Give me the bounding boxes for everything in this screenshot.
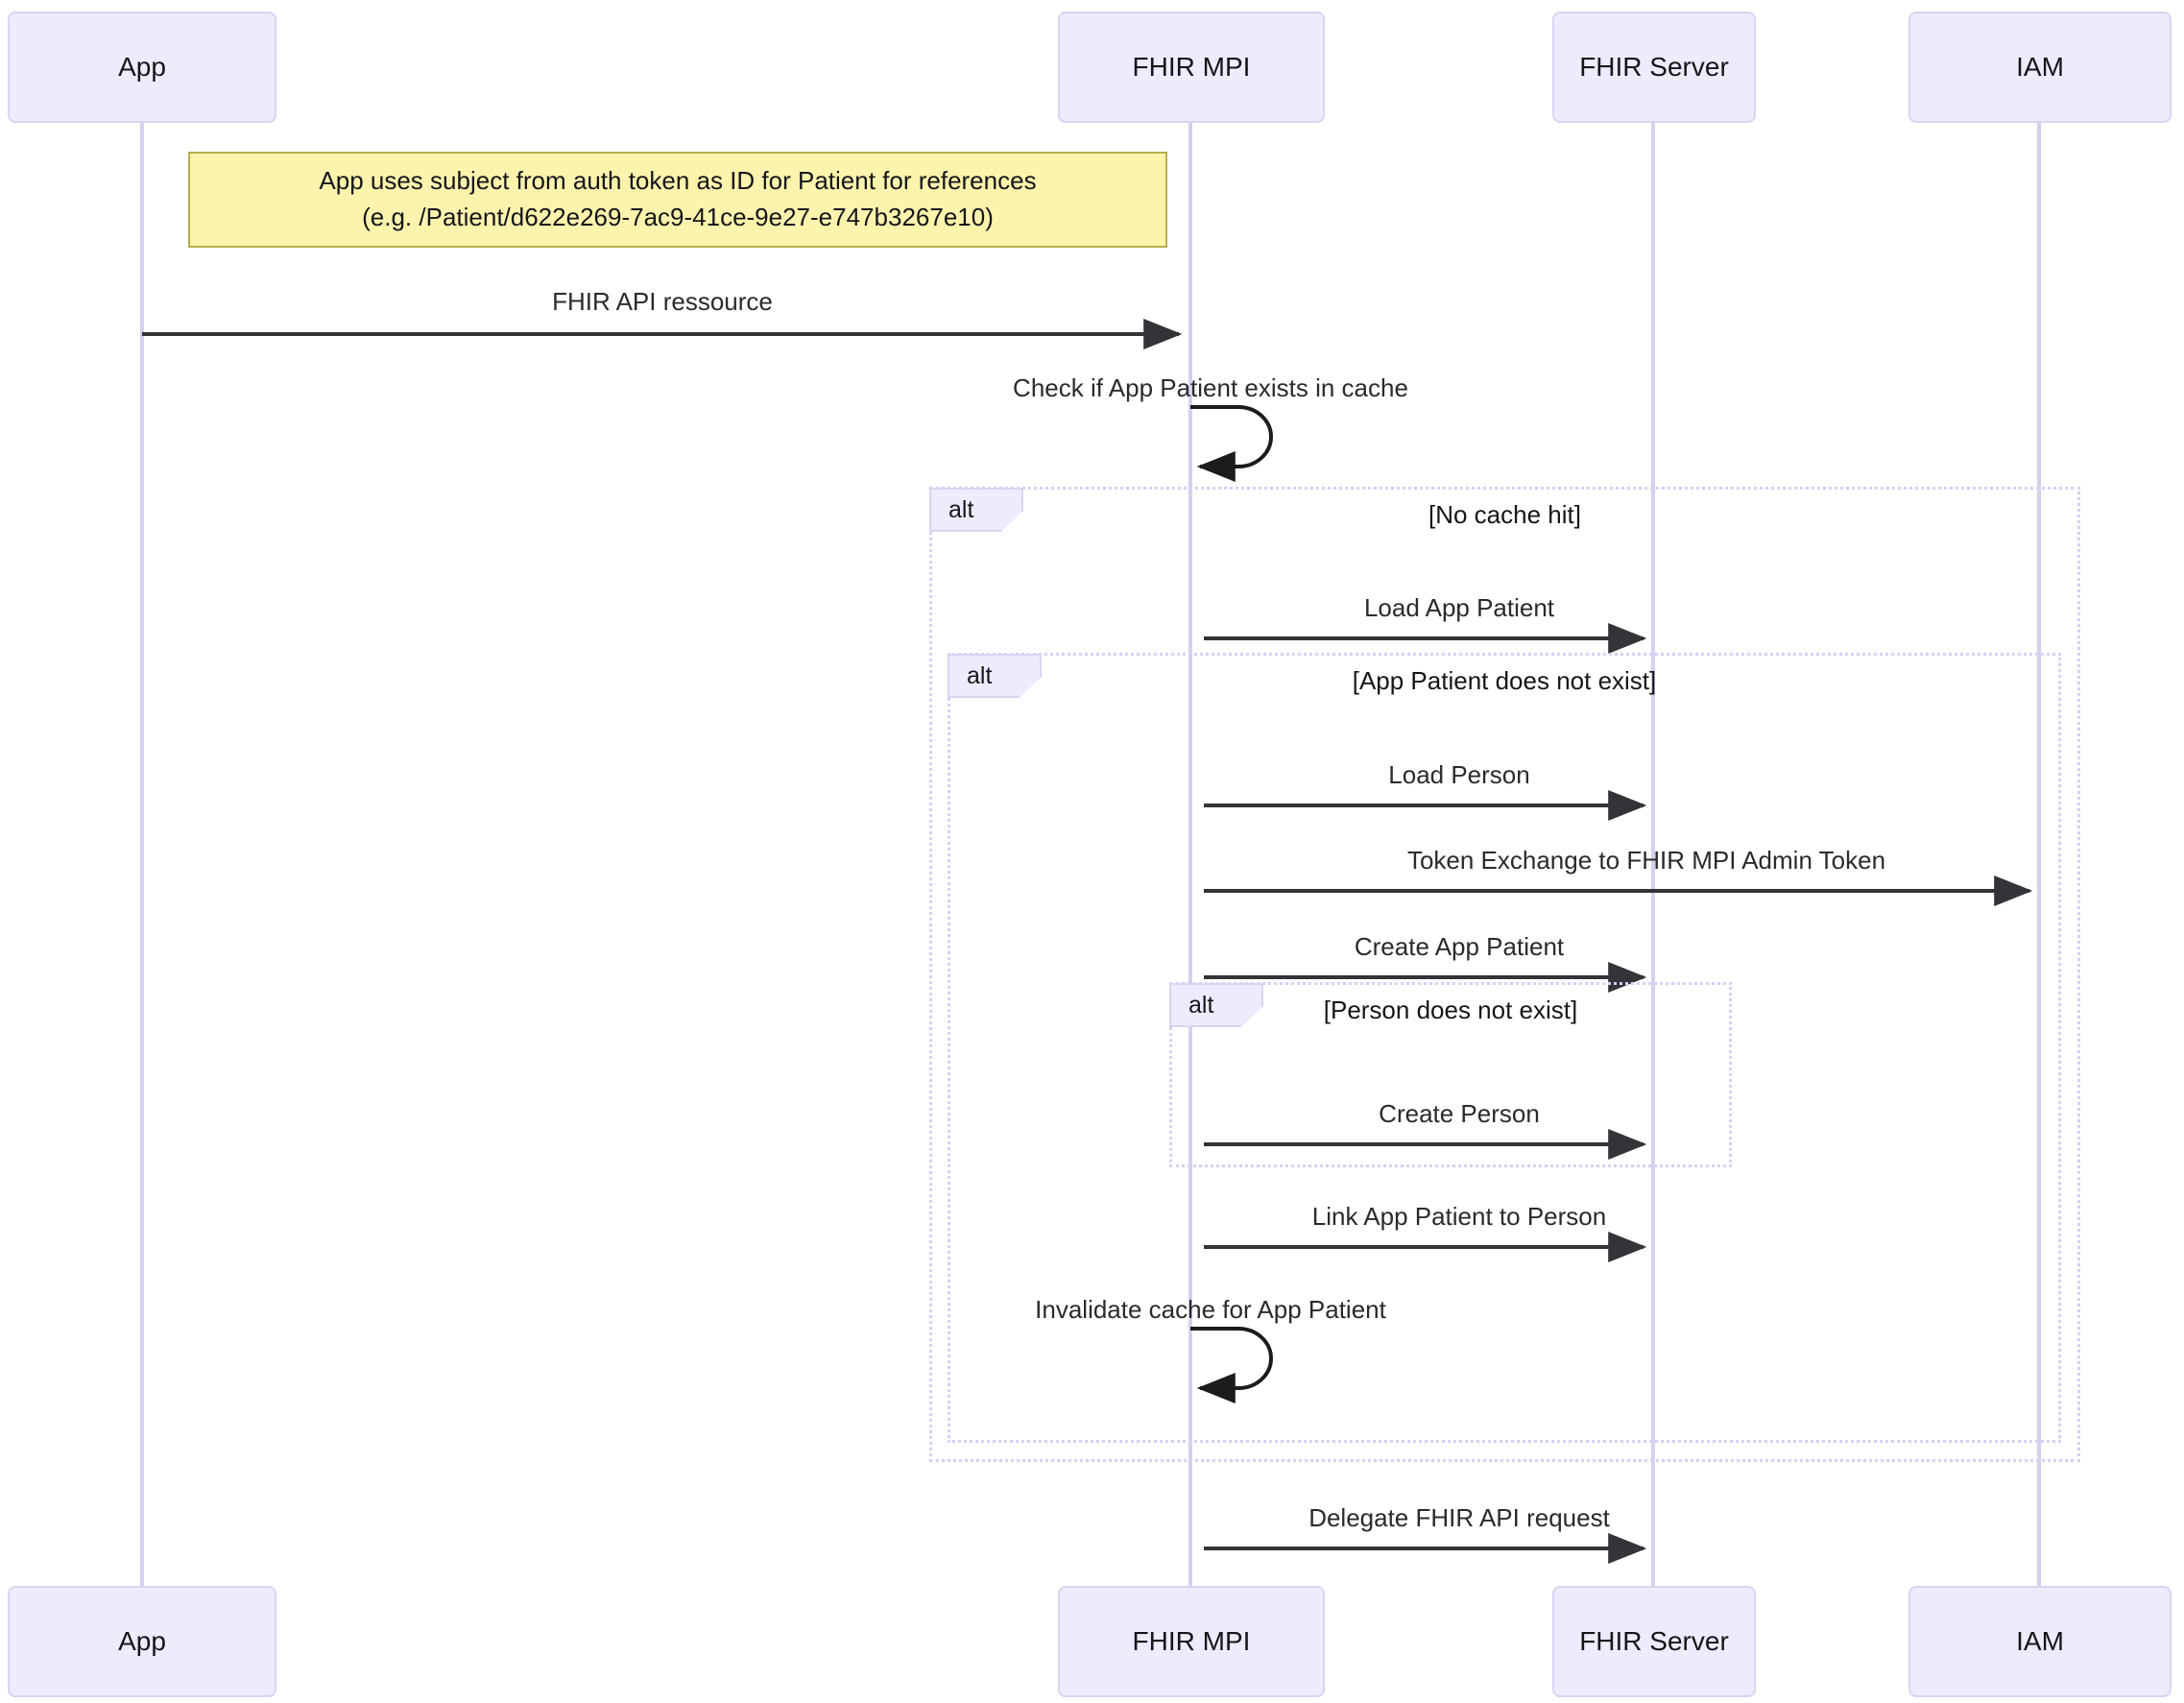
participant-header-mpi-label: FHIR MPI xyxy=(1132,51,1251,82)
message-text: Check if App Patient exists in cache xyxy=(1013,373,1408,402)
message-label-check-cache: Check if App Patient exists in cache xyxy=(1013,373,1408,403)
message-text: Link App Patient to Person xyxy=(1311,1202,1607,1231)
message-label-load-person: Load Person xyxy=(1388,760,1529,790)
participant-header-mpi[interactable]: FHIR MPI xyxy=(1058,12,1325,123)
participant-footer-server-label: FHIR Server xyxy=(1579,1625,1729,1656)
message-label-create-app-patient: Create App Patient xyxy=(1355,932,1564,962)
message-text: FHIR API ressource xyxy=(552,287,773,316)
note-app-subject-id: App uses subject from auth token as ID f… xyxy=(188,152,1167,248)
participant-header-server-label: FHIR Server xyxy=(1579,51,1729,82)
message-label-fhir-api-ressource: FHIR API ressource xyxy=(552,287,773,317)
message-text: Invalidate cache for App Patient xyxy=(1035,1295,1386,1324)
alt-condition-person-does-not-exist: [Person does not exist] xyxy=(1169,995,1732,1025)
alt-condition-app-patient-does-not-exist: [App Patient does not exist] xyxy=(948,666,2061,696)
lifelines xyxy=(140,123,2041,1605)
message-label-delegate-fhir-api-request: Delegate FHIR API request xyxy=(1308,1503,1610,1533)
alt-condition-text: [No cache hit] xyxy=(1428,500,1581,529)
alt-fragment-person-does-not-exist-tab: alt xyxy=(1169,983,1263,1027)
participant-header-iam-label: IAM xyxy=(2016,51,2064,82)
message-label-link-app-patient-to-person: Link App Patient to Person xyxy=(1312,1202,1606,1232)
message-text: Delegate FHIR API request xyxy=(1308,1503,1610,1532)
alt-fragment-no-cache-hit-tab: alt xyxy=(929,488,1023,532)
participant-footer-iam[interactable]: IAM xyxy=(1908,1586,2172,1697)
message-text: Create Person xyxy=(1379,1099,1540,1128)
participant-header-server[interactable]: FHIR Server xyxy=(1552,12,1756,123)
participant-header-app[interactable]: App xyxy=(8,12,276,123)
participant-header-app-label: App xyxy=(118,51,166,82)
arrow-invalidate-cache-self-loop xyxy=(1190,1327,1273,1403)
alt-keyword-label: alt xyxy=(967,661,993,689)
alt-fragment-app-patient-does-not-exist-tab: alt xyxy=(948,654,1042,698)
alt-condition-text: [Person does not exist] xyxy=(1323,995,1578,1024)
alt-keyword-label: alt xyxy=(948,495,974,523)
participant-footer-app[interactable]: App xyxy=(8,1586,276,1697)
participant-footer-mpi[interactable]: FHIR MPI xyxy=(1058,1586,1325,1697)
participant-footer-server[interactable]: FHIR Server xyxy=(1552,1586,1756,1697)
alt-condition-text: [App Patient does not exist] xyxy=(1352,666,1657,695)
participant-footer-app-label: App xyxy=(118,1625,166,1656)
message-label-token-exchange: Token Exchange to FHIR MPI Admin Token xyxy=(1407,846,1885,875)
message-label-load-app-patient: Load App Patient xyxy=(1364,593,1554,623)
participant-footer-mpi-label: FHIR MPI xyxy=(1132,1625,1251,1656)
note-text: App uses subject from auth token as ID f… xyxy=(319,166,1037,231)
participant-footer-iam-label: IAM xyxy=(2016,1625,2064,1656)
arrow-check-cache-self-loop xyxy=(1190,405,1273,482)
message-label-invalidate-cache: Invalidate cache for App Patient xyxy=(1035,1295,1386,1325)
message-text: Create App Patient xyxy=(1354,932,1565,961)
message-text: Token Exchange to FHIR MPI Admin Token xyxy=(1406,846,1886,875)
message-label-create-person: Create Person xyxy=(1379,1099,1540,1129)
message-arrows xyxy=(142,319,2033,1564)
message-text: Load Person xyxy=(1388,760,1530,789)
alt-condition-no-cache-hit: [No cache hit] xyxy=(929,500,2080,530)
alt-keyword-label: alt xyxy=(1188,991,1214,1019)
message-text: Load App Patient xyxy=(1363,593,1555,622)
participant-header-iam[interactable]: IAM xyxy=(1908,12,2172,123)
